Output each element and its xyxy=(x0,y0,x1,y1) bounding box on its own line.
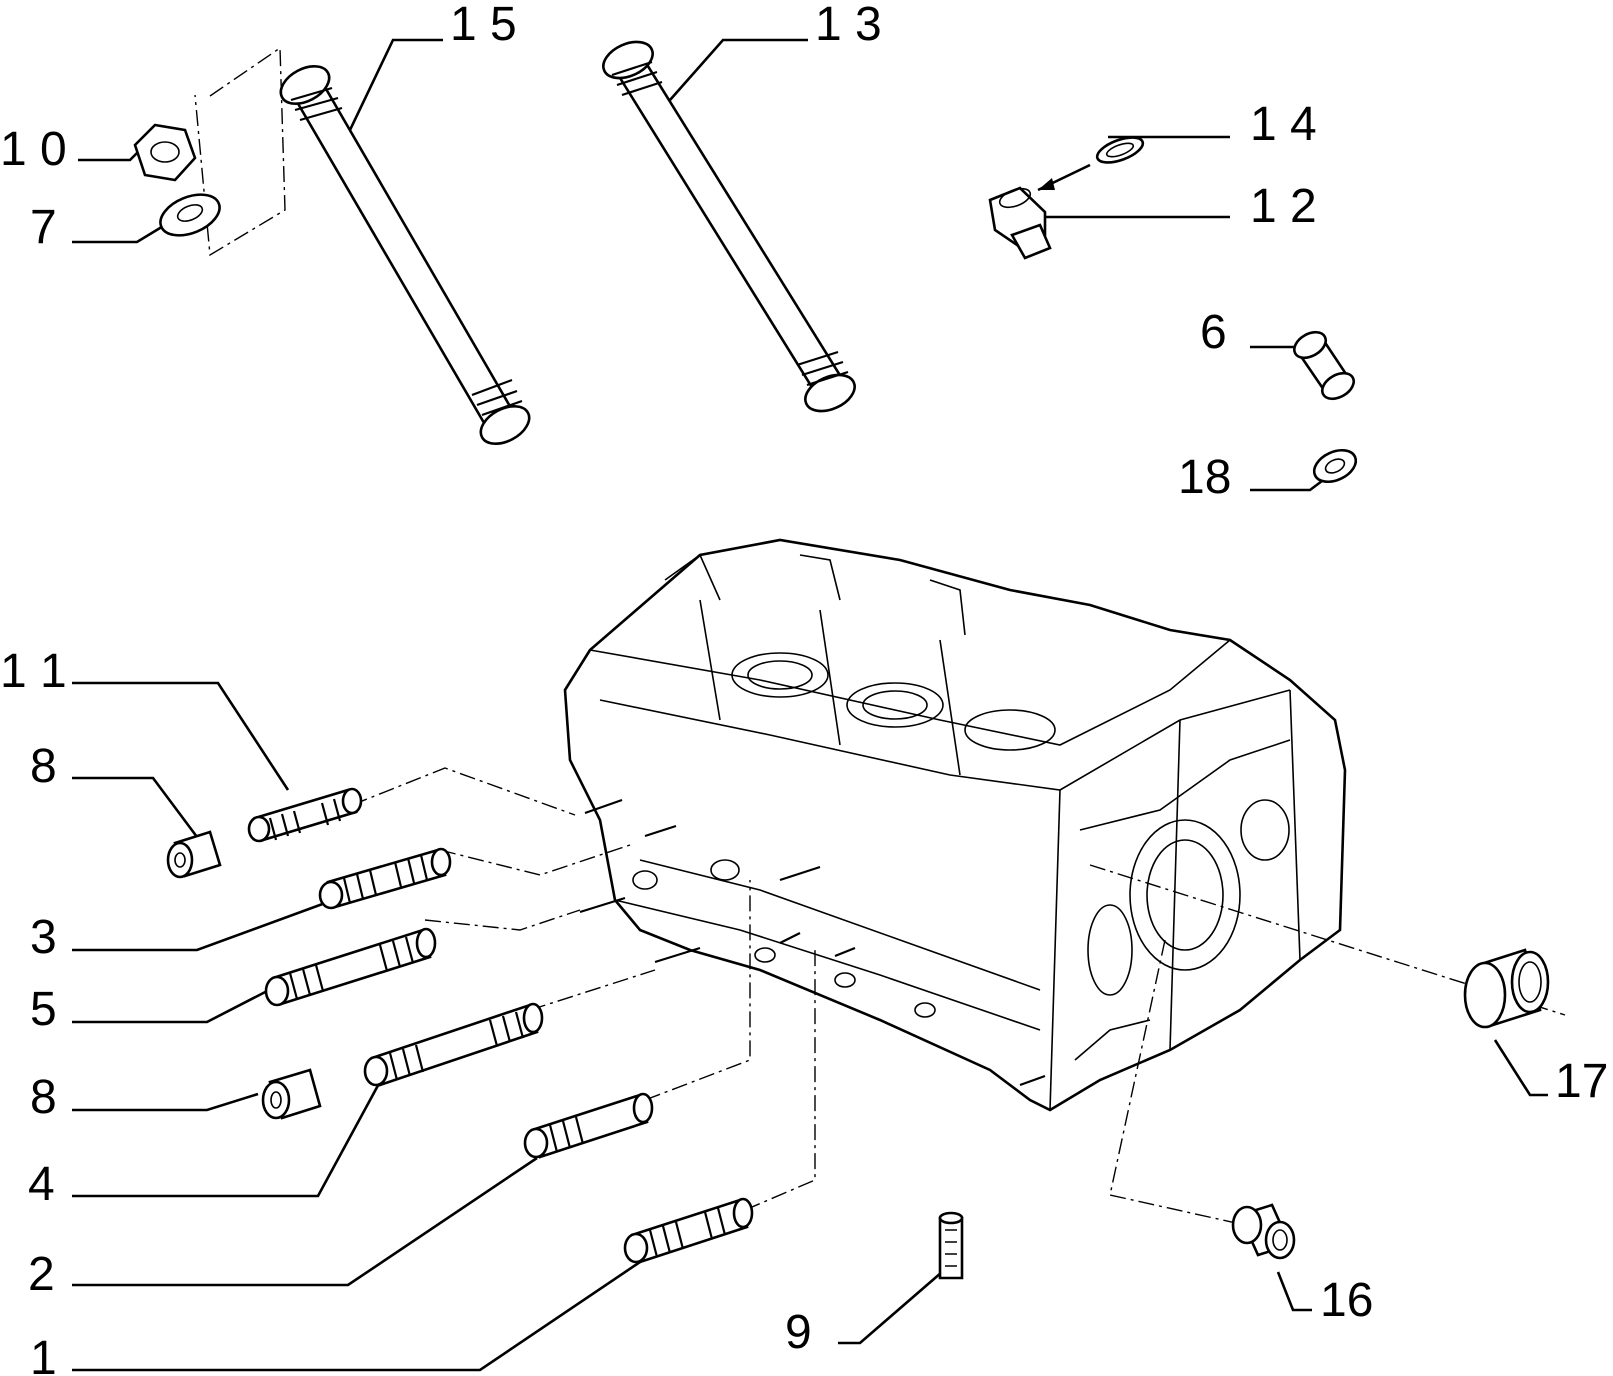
part-15-long-stud xyxy=(279,65,531,445)
part-5-stud xyxy=(264,927,437,1007)
callout-10: 1 0 xyxy=(0,123,67,176)
callout-14: 1 4 xyxy=(1250,98,1317,151)
engine-block xyxy=(563,538,1347,1112)
callout-3: 3 xyxy=(30,911,57,964)
callout-2: 2 xyxy=(28,1248,55,1301)
callout-6: 6 xyxy=(1200,306,1227,359)
part-8-bushing-lower xyxy=(261,1068,322,1120)
part-16-bushing xyxy=(1231,1203,1296,1260)
callout-7: 7 xyxy=(30,201,57,254)
part-13-long-stud xyxy=(602,40,856,413)
part-11-stud xyxy=(247,787,363,843)
callout-5: 5 xyxy=(30,983,57,1036)
part-2-stud xyxy=(523,1092,654,1159)
callout-8-upper: 8 xyxy=(30,740,57,793)
callout-18: 18 xyxy=(1178,451,1231,504)
callout-11: 1 1 xyxy=(0,645,67,698)
callout-16: 16 xyxy=(1320,1274,1373,1327)
part-3-stud xyxy=(318,847,452,910)
part-14-seal-ring xyxy=(1095,136,1145,164)
callout-13: 1 3 xyxy=(815,0,882,51)
part-17-seal xyxy=(1463,948,1550,1029)
callout-1: 1 xyxy=(30,1332,57,1376)
part-10-nut xyxy=(133,123,197,182)
callout-17: 17 xyxy=(1555,1055,1608,1108)
callout-8-lower: 8 xyxy=(30,1071,57,1124)
part-9-dowel-pin xyxy=(938,1211,964,1280)
part-18-washer xyxy=(1312,448,1358,484)
part-4-stud xyxy=(363,1002,544,1087)
part-7-washer xyxy=(159,193,221,237)
part-6-bushing xyxy=(1292,330,1356,401)
callout-4: 4 xyxy=(28,1158,55,1211)
part-1-stud xyxy=(623,1197,754,1264)
part-8-bushing-upper xyxy=(166,830,222,879)
callout-9: 9 xyxy=(785,1306,812,1359)
callout-15: 1 5 xyxy=(450,0,517,51)
callout-12: 1 2 xyxy=(1250,180,1317,233)
part-12-plug xyxy=(988,163,1091,260)
